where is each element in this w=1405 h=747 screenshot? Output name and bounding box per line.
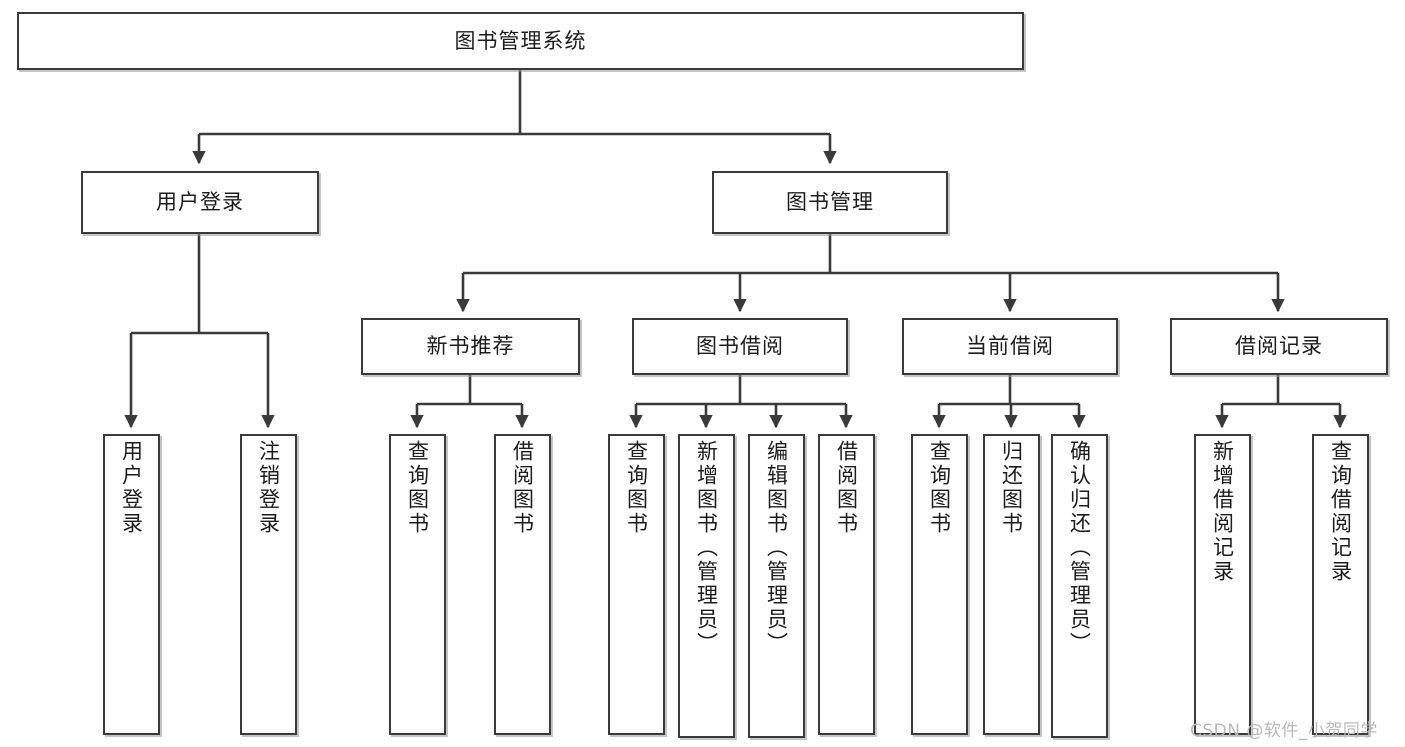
leaf-new-book-2[interactable]: 借阅图书 xyxy=(494,434,551,735)
leaf-current-borrow-3[interactable]: 确认归还（管理员） xyxy=(1051,434,1108,738)
node-current-borrow-label: 当前借阅 xyxy=(966,334,1054,359)
node-root[interactable]: 图书管理系统 xyxy=(17,12,1024,70)
csdn-watermark: CSDN @软件_小贺同学 xyxy=(1190,721,1378,741)
node-borrow-record-label: 借阅记录 xyxy=(1235,334,1323,359)
leaf-book-borrow-4[interactable]: 借阅图书 xyxy=(818,434,875,735)
leaf-borrow-record-1-label: 新增借阅记录 xyxy=(1210,440,1235,584)
leaf-current-borrow-1-label: 查询图书 xyxy=(927,440,952,536)
leaf-borrow-record-2[interactable]: 查询借阅记录 xyxy=(1312,434,1369,735)
leaf-new-book-2-label: 借阅图书 xyxy=(510,440,535,536)
leaf-borrow-record-1[interactable]: 新增借阅记录 xyxy=(1194,434,1251,735)
leaf-user-login-2-label: 注销登录 xyxy=(256,440,281,536)
leaf-book-borrow-2[interactable]: 新增图书（管理员） xyxy=(678,434,735,738)
leaf-user-login-1[interactable]: 用户登录 xyxy=(103,434,160,735)
leaf-new-book-1-label: 查询图书 xyxy=(405,440,430,536)
node-current-borrow[interactable]: 当前借阅 xyxy=(902,318,1118,375)
leaf-book-borrow-4-label: 借阅图书 xyxy=(834,440,859,536)
node-new-book-recommend-label: 新书推荐 xyxy=(426,334,515,359)
node-user-login-label: 用户登录 xyxy=(156,190,244,215)
leaf-current-borrow-2[interactable]: 归还图书 xyxy=(983,434,1040,735)
node-root-label: 图书管理系统 xyxy=(454,28,587,53)
leaf-current-borrow-1[interactable]: 查询图书 xyxy=(911,434,968,735)
leaf-book-borrow-1-label: 查询图书 xyxy=(624,440,649,536)
leaf-borrow-record-2-label: 查询借阅记录 xyxy=(1328,440,1353,584)
node-book-borrow-label: 图书借阅 xyxy=(696,334,784,359)
node-book-management-label: 图书管理 xyxy=(786,190,874,215)
leaf-current-borrow-3-label: 确认归还（管理员） xyxy=(1067,440,1092,656)
leaf-book-borrow-1[interactable]: 查询图书 xyxy=(608,434,665,735)
node-borrow-record[interactable]: 借阅记录 xyxy=(1170,318,1388,375)
node-user-login[interactable]: 用户登录 xyxy=(81,171,319,234)
node-book-management[interactable]: 图书管理 xyxy=(712,171,948,234)
node-new-book-recommend[interactable]: 新书推荐 xyxy=(361,318,580,375)
leaf-book-borrow-2-label: 新增图书（管理员） xyxy=(694,440,719,656)
leaf-user-login-2[interactable]: 注销登录 xyxy=(240,434,297,735)
leaf-book-borrow-3[interactable]: 编辑图书（管理员） xyxy=(748,434,805,738)
leaf-current-borrow-2-label: 归还图书 xyxy=(999,440,1024,536)
leaf-user-login-1-label: 用户登录 xyxy=(119,440,144,536)
leaf-book-borrow-3-label: 编辑图书（管理员） xyxy=(764,440,789,656)
node-book-borrow[interactable]: 图书借阅 xyxy=(632,318,848,375)
leaf-new-book-1[interactable]: 查询图书 xyxy=(389,434,446,735)
